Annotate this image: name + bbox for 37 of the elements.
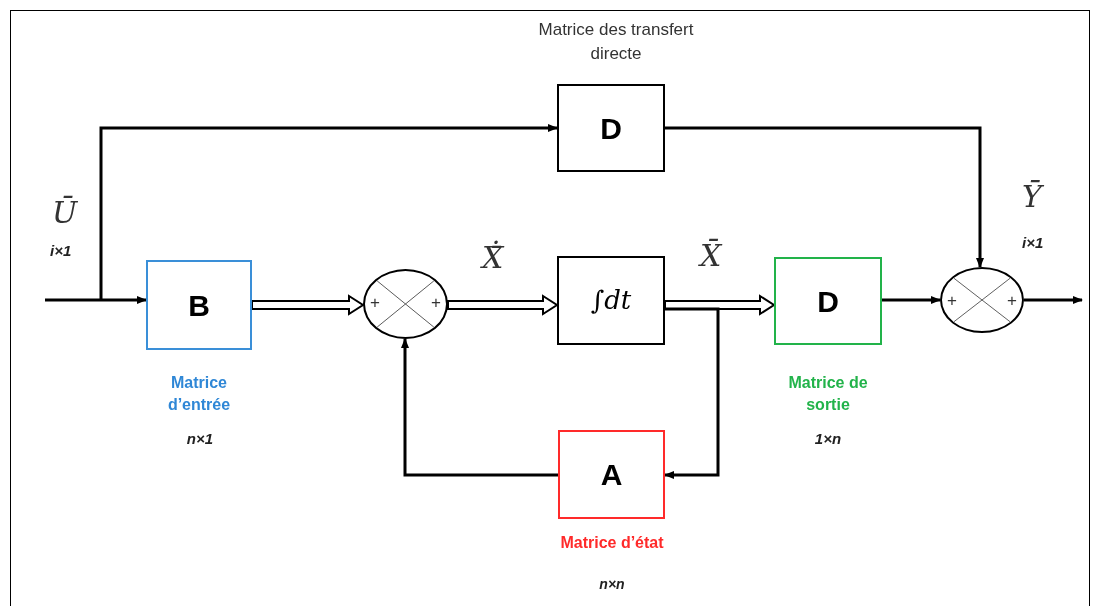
block-letter: A — [600, 457, 623, 493]
arrow — [664, 307, 720, 479]
edge-label: X̄ — [700, 238, 722, 274]
block-box — [774, 257, 882, 345]
integral-operator: ∫dt — [590, 284, 632, 317]
matrix-caption: Matrice de sortie — [787, 373, 869, 415]
matrix-caption: Matrice des transfert directe — [537, 19, 695, 65]
arrow — [401, 338, 558, 477]
block-box — [558, 430, 665, 519]
dimension-text: i×1 — [50, 241, 72, 261]
arrow — [882, 296, 941, 304]
plus-sign: + — [431, 293, 441, 313]
signal-label: Ū — [52, 194, 78, 232]
block-letter: B — [188, 287, 210, 324]
dimension-text: 1×n — [813, 429, 843, 449]
double-line-arrow — [664, 294, 776, 316]
arrow — [1024, 296, 1083, 304]
matrix-caption: Matrice d’état — [560, 533, 664, 553]
dimension-text: n×1 — [185, 429, 215, 449]
dimension-text: i×1 — [1022, 233, 1044, 253]
block-box — [146, 260, 252, 350]
signal-label: Ȳ — [1022, 178, 1042, 216]
double-line-arrow — [447, 294, 559, 316]
plus-sign: + — [370, 293, 380, 313]
double-line-arrow — [251, 294, 365, 316]
edge-label: Ẋ̄ — [482, 240, 504, 276]
block-box — [557, 84, 665, 172]
block-letter: D — [600, 110, 622, 147]
plus-sign: + — [1007, 291, 1017, 311]
block-letter: D — [817, 283, 839, 320]
dimension-text: n×n — [598, 576, 626, 592]
arrow — [99, 124, 558, 300]
arrow — [665, 126, 984, 268]
block-box — [557, 256, 665, 345]
arrow — [45, 296, 147, 304]
plus-sign: + — [947, 291, 957, 311]
matrix-caption: Matrice d’entrée — [166, 373, 232, 415]
